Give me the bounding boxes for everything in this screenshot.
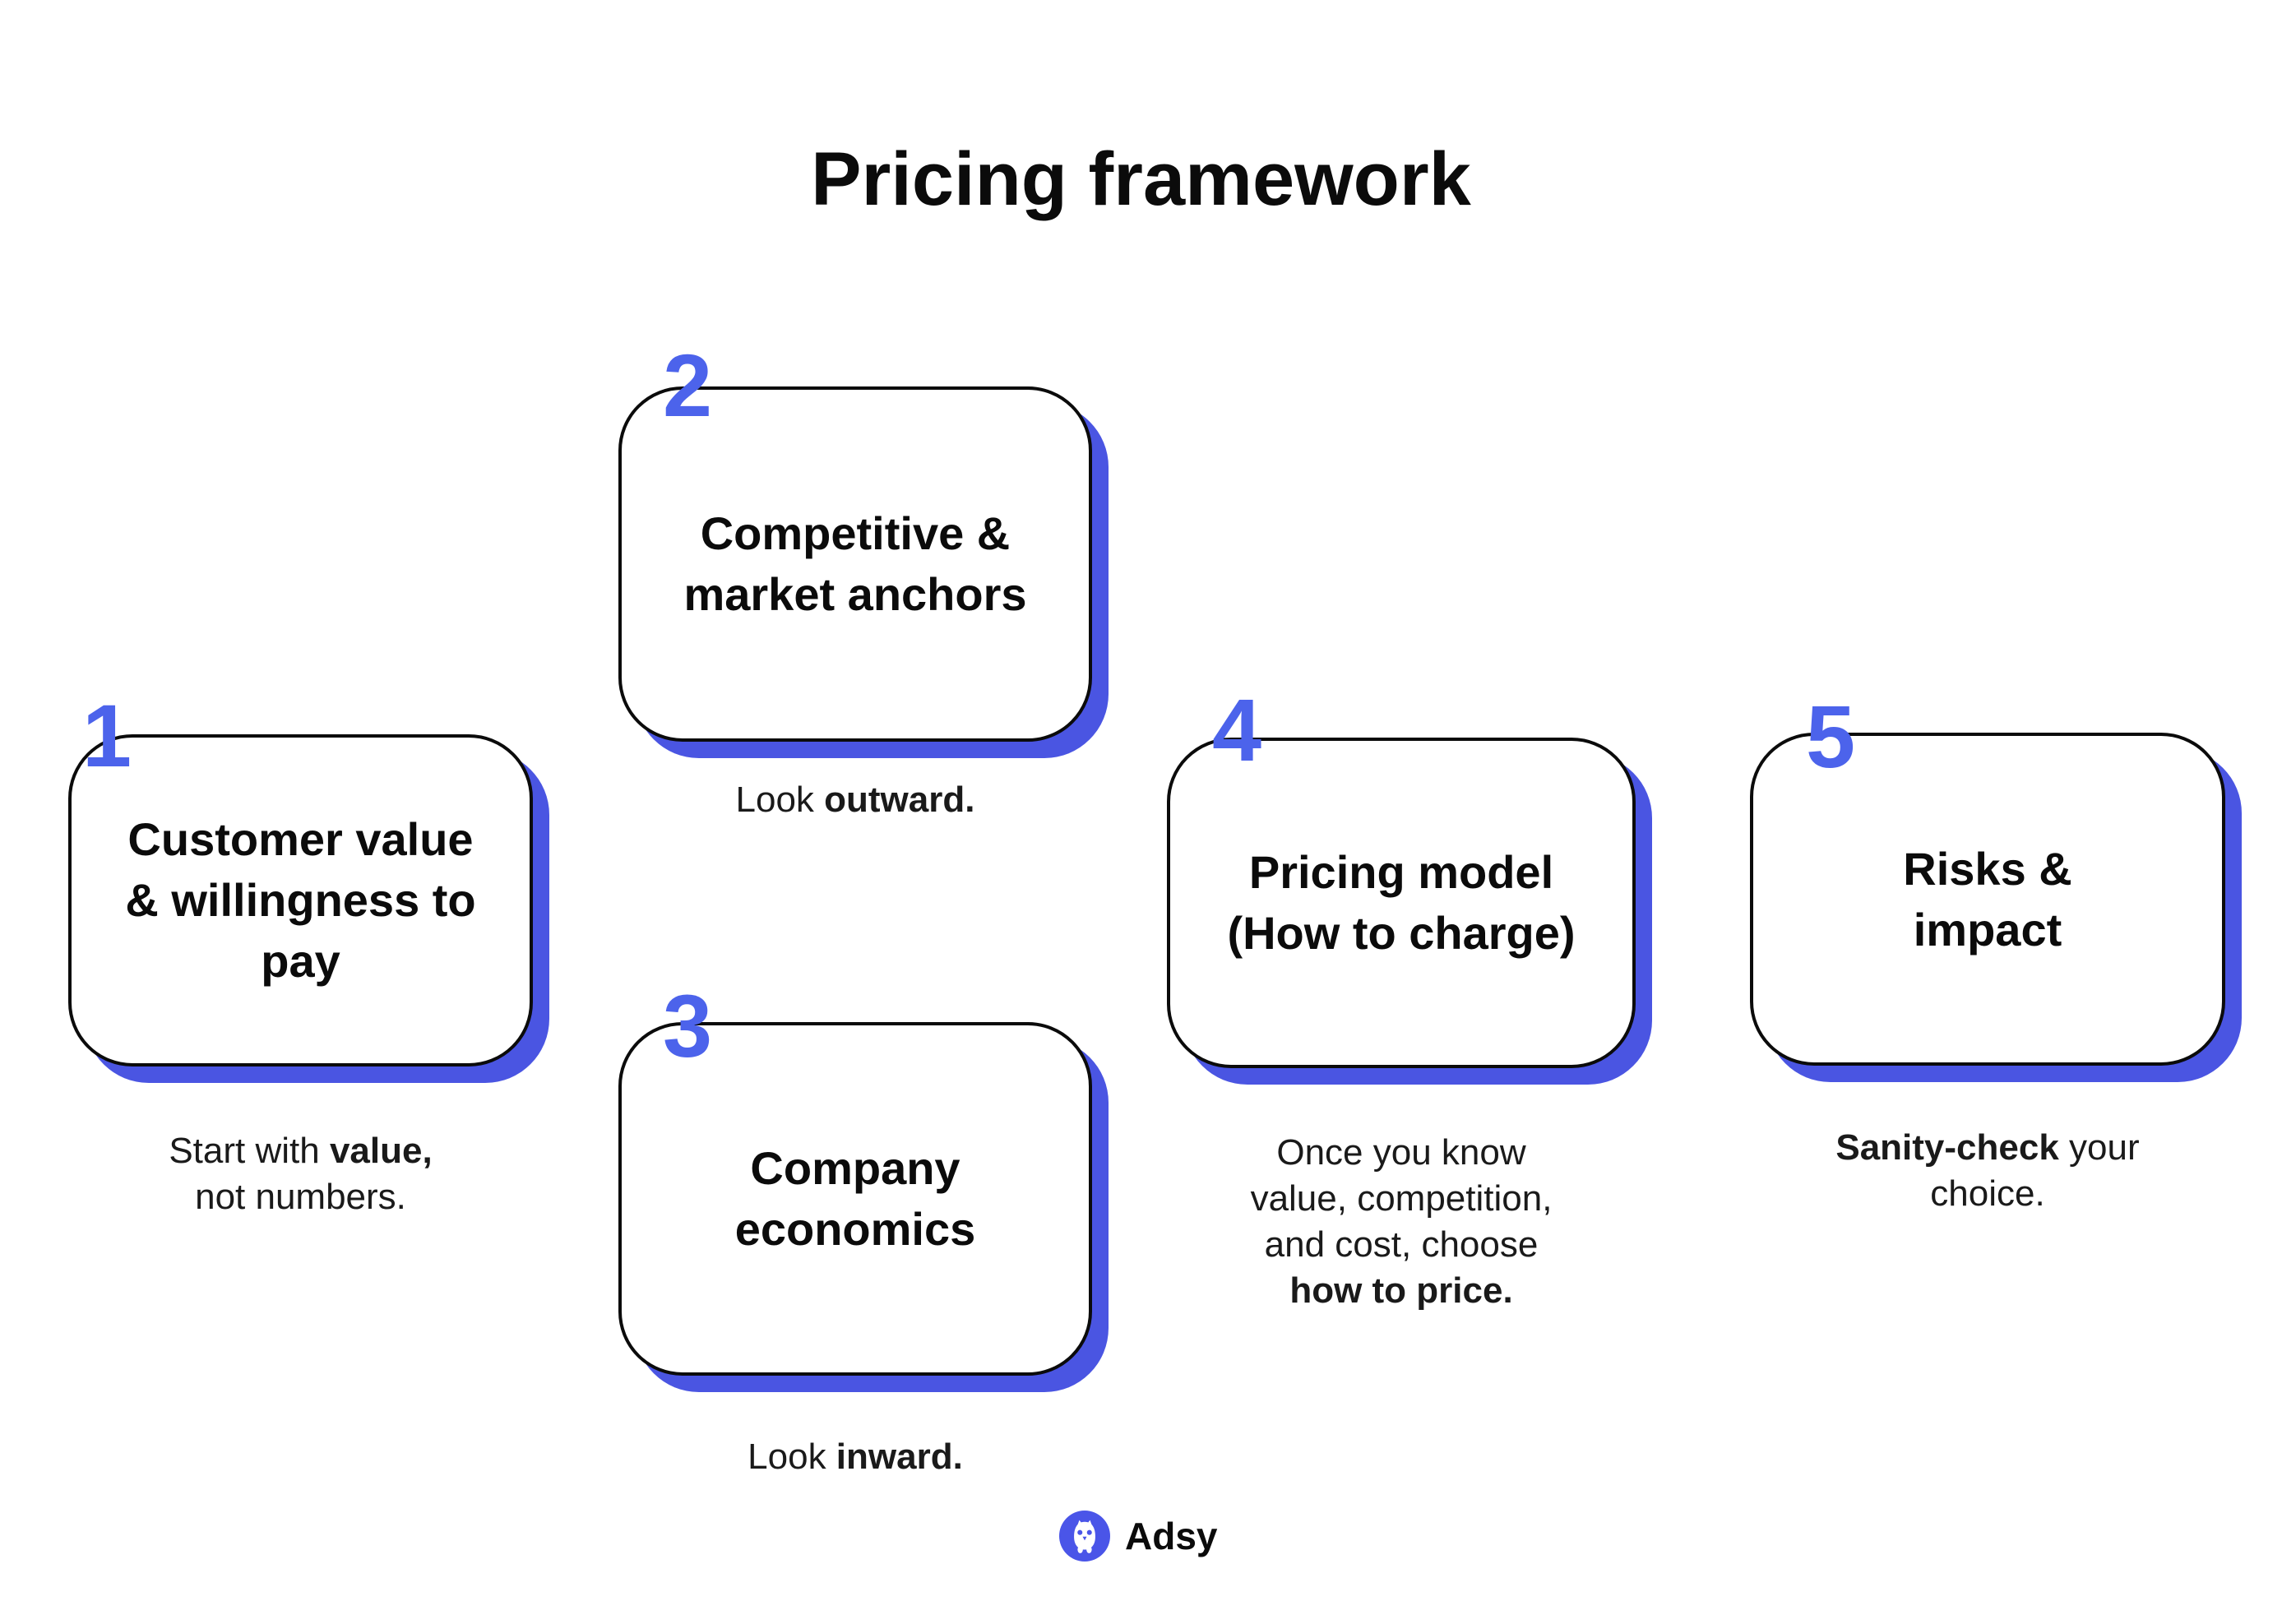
adsy-logo xyxy=(1059,1511,1110,1562)
step-5-number: 5 xyxy=(1806,687,1856,786)
step-2-number: 2 xyxy=(663,335,713,435)
step-2-caption: Look outward. xyxy=(735,780,975,820)
step-5-box: Risks & impact xyxy=(1750,733,2225,1066)
step-4-title: Pricing model (How to charge) xyxy=(1227,846,1576,959)
step-4-number: 4 xyxy=(1212,680,1262,780)
step-1-title: Customer value & willingness to pay xyxy=(125,813,476,987)
step-1-caption: Start with value,not numbers. xyxy=(169,1131,433,1217)
brand-name: Adsy xyxy=(1125,1515,1218,1557)
step-3-number: 3 xyxy=(663,976,713,1076)
brand-footer: Adsy xyxy=(1059,1510,1217,1562)
step-3-box: Company economics xyxy=(618,1022,1092,1376)
page-title: Pricing framework xyxy=(811,137,1471,221)
step-3-caption: Look inward. xyxy=(748,1437,963,1477)
step-2-box: Competitive & market anchors xyxy=(618,386,1092,742)
step-1-number: 1 xyxy=(82,686,132,785)
step-4-box: Pricing model (How to charge) xyxy=(1167,738,1636,1068)
owl-icon xyxy=(1074,1520,1095,1553)
step-5-title: Risks & impact xyxy=(1903,842,2072,955)
step-1-box: Customer value & willingness to pay xyxy=(68,734,533,1066)
step-3-title: Company economics xyxy=(734,1142,976,1255)
step-2-title: Competitive & market anchors xyxy=(683,507,1027,620)
